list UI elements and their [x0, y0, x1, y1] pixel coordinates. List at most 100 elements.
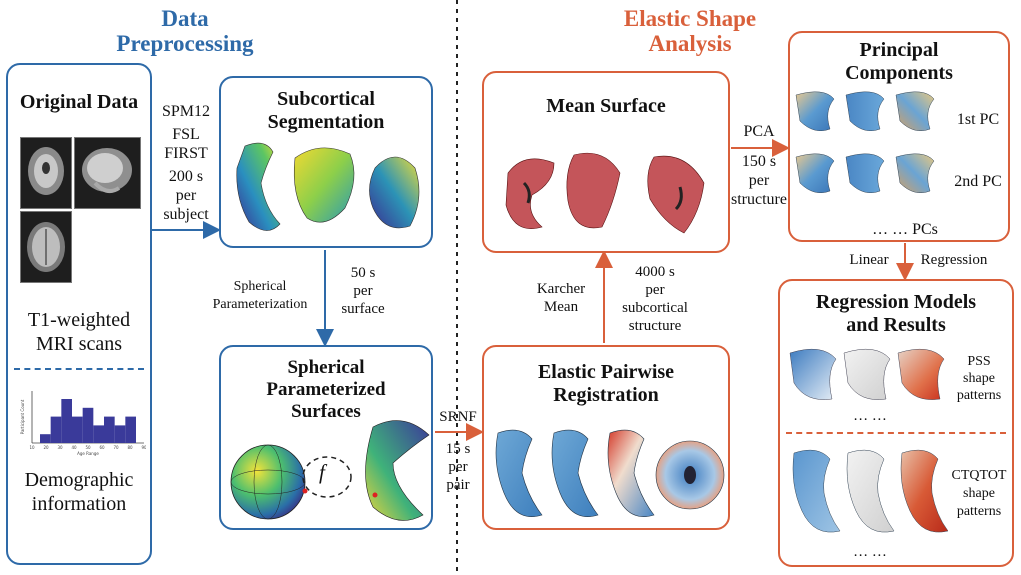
spherical-param-label: Spherical Parameterization — [202, 278, 318, 314]
demographic-caption: Demographic information — [8, 468, 150, 516]
histogram-tick-label: 60 — [99, 445, 105, 450]
pc-label-more: … … PCs — [872, 221, 938, 238]
pca-time-line: per — [748, 172, 770, 189]
spherical-title-line: Spherical — [287, 357, 365, 378]
putamen-shape — [293, 147, 355, 223]
histogram-bar — [82, 407, 94, 443]
linear-label: Linear — [849, 252, 889, 268]
histogram-bar — [50, 416, 62, 443]
mri-caption-line: T1-weighted — [27, 309, 131, 331]
spm-label-line: subject — [163, 206, 209, 223]
spherical-param-time: 50 s per surface — [335, 264, 391, 318]
spherical-param-time-line: 50 s — [350, 265, 376, 281]
karcher-label: Karcher Mean — [530, 280, 592, 316]
histogram-tick-label: 70 — [113, 445, 119, 450]
regression-title: Regression Models and Results — [780, 291, 1012, 337]
spherical-title-line: Surfaces — [291, 401, 361, 422]
srnf-time-line: 15 s — [445, 441, 471, 457]
caudate-shape — [236, 142, 281, 231]
spm-label-line: 200 s — [168, 168, 204, 185]
ctqtot-label: CTQTOT shape patterns — [944, 467, 1014, 521]
spm-label-line: FIRST — [164, 145, 208, 162]
srnf-time-line: pair — [446, 477, 470, 493]
spherical-param-time-line: per — [353, 283, 373, 299]
elastic-pairwise-shapes — [495, 429, 725, 517]
karcher-label-line: Karcher — [536, 281, 586, 297]
subcortical-shapes — [236, 142, 420, 231]
original-data-title: Original Data — [19, 91, 139, 113]
histogram-tick-label: 90 — [141, 445, 146, 450]
mri-caption-line: MRI scans — [35, 333, 123, 355]
section-title-line: Preprocessing — [116, 31, 254, 56]
srnf-time: 15 s per pair — [433, 440, 483, 494]
principal-title: Principal Components — [790, 39, 1008, 85]
principal-title-line: Principal — [859, 39, 939, 61]
section-title-line: Elastic Shape — [623, 6, 757, 31]
mapping-f-label: f — [319, 460, 325, 484]
regression-label: Regression — [920, 252, 988, 268]
histogram-tick-label: 10 — [29, 445, 35, 450]
mri-axial-image — [20, 211, 72, 283]
karcher-time-line: subcortical — [622, 300, 688, 316]
pc-label-2nd: 2nd PC — [954, 173, 1002, 190]
mean-surface-title: Mean Surface — [546, 95, 666, 117]
histogram-tick-label: 80 — [127, 445, 133, 450]
parameterized-structure-shape — [365, 420, 430, 521]
srnf-time-line: per — [448, 459, 468, 475]
histogram-bar — [104, 416, 115, 443]
section-title-line: Analysis — [648, 31, 732, 56]
subcortical-title: Subcortical Segmentation — [221, 88, 431, 134]
spherical-param-label-line: Parameterization — [212, 297, 308, 312]
demographic-caption-line: Demographic — [24, 469, 134, 491]
pca-time-line: 150 s — [741, 153, 777, 170]
regression-title-line: Regression Models — [815, 291, 977, 313]
ctqtot-label-line: shape — [963, 486, 995, 501]
ctqtot-shapes — [792, 449, 948, 533]
karcher-label-line: Mean — [543, 299, 579, 315]
pss-shapes — [789, 348, 945, 400]
histogram-bar — [93, 425, 104, 443]
spherical-param-label-line: Spherical — [233, 279, 287, 294]
pca-time-line: structure — [731, 191, 787, 208]
spherical-shapes — [230, 420, 430, 521]
karcher-time-line: 4000 s — [635, 264, 675, 280]
spherical-param-time-line: surface — [341, 301, 385, 317]
histogram-x-label: Age Range — [77, 451, 99, 456]
histogram-bar — [114, 425, 126, 443]
karcher-time-line: structure — [628, 318, 682, 334]
demographic-caption-line: information — [31, 493, 127, 515]
ctqtot-label-line: patterns — [956, 504, 1002, 519]
elastic-pairwise-title-line: Elastic Pairwise — [537, 361, 675, 383]
srnf-label: SRNF — [439, 409, 477, 425]
mri-coronal-image — [20, 137, 72, 209]
elastic-pairwise-title: Elastic Pairwise Registration — [484, 361, 728, 407]
regression-models-box: Regression Models and Results PSS shape … — [778, 279, 1014, 567]
pss-ellipsis: … … — [853, 408, 887, 424]
mean-surface-shapes — [505, 152, 705, 234]
histogram-bar — [40, 434, 51, 443]
mean-surface-box: Mean Surface — [482, 71, 730, 253]
spm-label: SPM12 FSL FIRST 200 s per subject — [156, 102, 216, 224]
section-title-elastic-shape-analysis: Elastic Shape Analysis — [590, 6, 790, 56]
elastic-pairwise-title-line: Registration — [553, 384, 659, 406]
histogram-bar — [72, 416, 83, 443]
histogram-y-label: Participant Count — [20, 399, 25, 434]
histogram-bar — [61, 399, 72, 443]
pss-label: PSS shape patterns — [944, 353, 1014, 404]
original-data-divider — [14, 368, 144, 370]
karcher-time: 4000 s per subcortical structure — [610, 263, 700, 335]
mri-sagittal-image — [74, 137, 141, 209]
pss-label-line: shape — [963, 371, 995, 386]
pca-label: PCA — [743, 123, 775, 140]
pss-label-line: patterns — [956, 388, 1002, 403]
mri-caption: T1-weighted MRI scans — [8, 308, 150, 356]
mapping-dashed-ellipse — [302, 456, 352, 498]
regression-divider — [786, 432, 1006, 434]
subcortical-title-line: Segmentation — [267, 111, 385, 133]
histogram-tick-label: 50 — [85, 445, 91, 450]
subcortical-segmentation-box: Subcortical Segmentation — [219, 76, 433, 248]
elastic-pairwise-box: Elastic Pairwise Registration — [482, 345, 730, 530]
spm-label-line: SPM12 — [161, 103, 211, 120]
